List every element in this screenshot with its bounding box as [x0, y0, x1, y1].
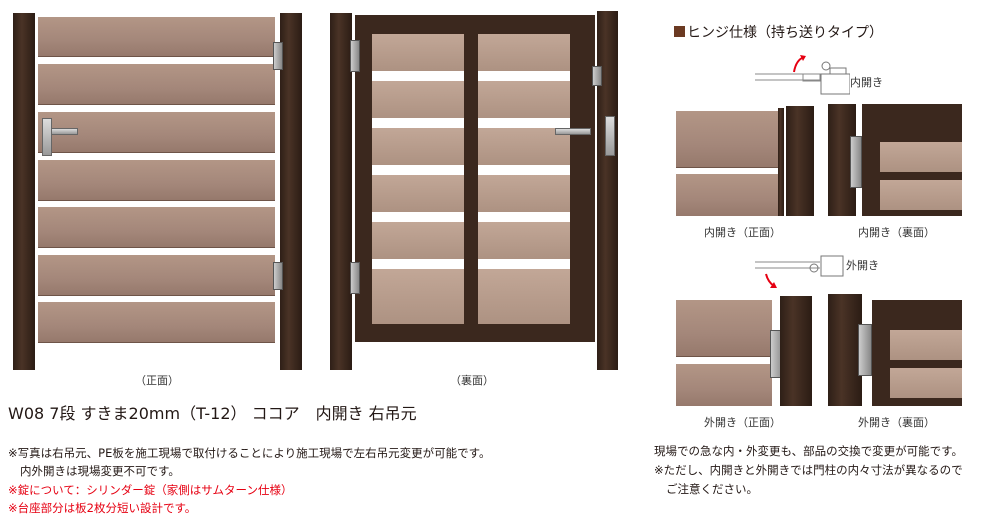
- product-title: W08 7段 すきま20mm（T-12） ココア 内開き 右吊元: [8, 404, 417, 423]
- outward-label: 外開き: [846, 259, 879, 272]
- board: [478, 128, 570, 165]
- hinge-note-1: 現場での急な内・外変更も、部品の交換で変更が可能です。: [654, 444, 964, 458]
- front-caption: （正面）: [135, 374, 179, 387]
- gate-back-view: [320, 0, 630, 375]
- back-caption: （裏面）: [450, 374, 494, 387]
- hinge: [350, 262, 360, 294]
- caption-outward-front: 外開き（正面）: [704, 416, 781, 429]
- hinge-note-3: ご注意ください。: [666, 482, 758, 496]
- note-1: ※写真は右吊元、PE板を施工現場で取付けることにより施工現場で左右吊元変更が可能…: [8, 446, 491, 460]
- board: [38, 64, 275, 105]
- outward-front-photo: [676, 296, 816, 406]
- heading-square-icon: [674, 26, 685, 37]
- board: [372, 175, 464, 212]
- board: [38, 17, 275, 57]
- outward-back-photo: [828, 294, 962, 406]
- hinge: [350, 40, 360, 72]
- board: [478, 175, 570, 212]
- board: [38, 255, 275, 296]
- inward-back-photo: [828, 104, 962, 216]
- inward-front-photo: [676, 106, 816, 216]
- board: [372, 128, 464, 165]
- right-post: [597, 11, 618, 370]
- latch: [592, 66, 602, 86]
- board: [478, 222, 570, 259]
- board: [38, 207, 275, 248]
- note-lock: ※錠について：シリンダー錠（家側はサムターン仕様）: [8, 483, 293, 497]
- board: [372, 222, 464, 259]
- board: [478, 81, 570, 118]
- left-post: [13, 13, 35, 370]
- board: [372, 81, 464, 118]
- board: [372, 269, 464, 324]
- board: [478, 269, 570, 324]
- hinge: [273, 42, 283, 70]
- hinge: [273, 262, 283, 290]
- center-stile: [464, 34, 478, 324]
- caption-inward-back: 内開き（裏面）: [858, 226, 935, 239]
- thumb-turn: [605, 116, 615, 156]
- caption-inward-front: 内開き（正面）: [704, 226, 781, 239]
- hinge-note-2: ※ただし、内開きと外開きでは門柱の内々寸法が異なるので: [654, 463, 963, 477]
- inward-label: 内開き: [850, 76, 883, 89]
- left-post: [330, 13, 352, 370]
- hinge-heading: ヒンジ仕様（持ち送りタイプ）: [674, 22, 883, 42]
- board: [372, 34, 464, 71]
- board: [478, 34, 570, 71]
- lock-plate: [42, 118, 52, 156]
- board: [38, 160, 275, 201]
- board: [38, 302, 275, 343]
- caption-outward-back: 外開き（裏面）: [858, 416, 935, 429]
- note-2: 内外開きは現場変更不可です。: [20, 464, 180, 478]
- note-base: ※台座部分は板2枚分短い設計です。: [8, 501, 197, 515]
- hinge-heading-text: ヒンジ仕様（持ち送りタイプ）: [687, 25, 883, 41]
- gate-front-view: [0, 0, 320, 375]
- lever-handle: [555, 128, 591, 135]
- outward-diagram: [755, 255, 844, 288]
- right-post: [280, 13, 302, 370]
- inward-diagram: [755, 55, 850, 95]
